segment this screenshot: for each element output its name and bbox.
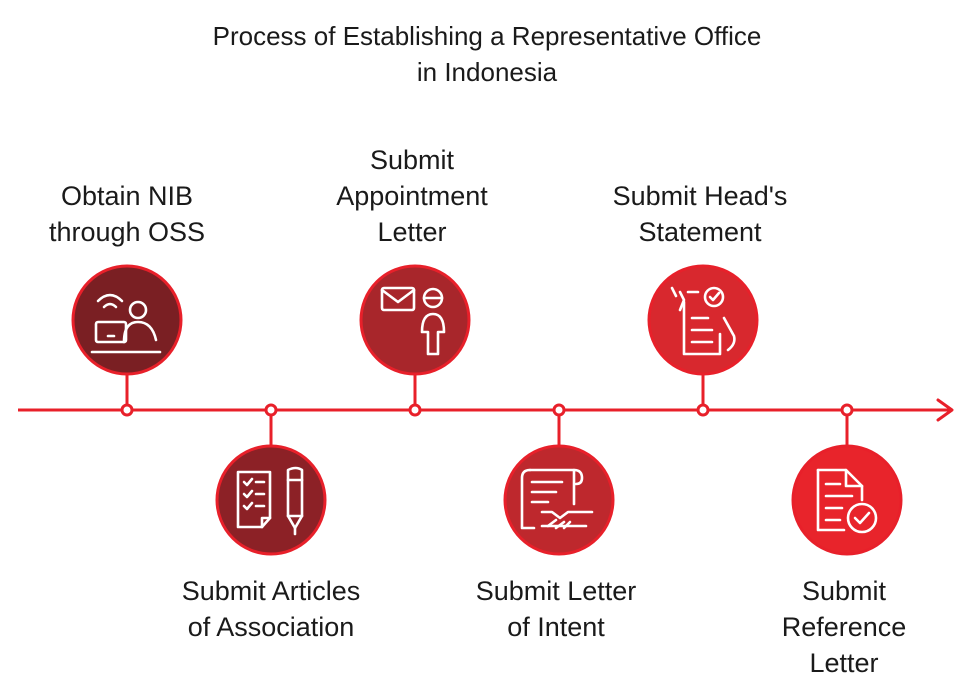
- step-reference-letter: [791, 403, 903, 556]
- timeline-arrowhead: [936, 398, 954, 422]
- timeline-dot-5: [696, 403, 710, 417]
- diagram-title: Process of Establishing a Representative…: [0, 18, 974, 90]
- step-label-obtain-nib: Obtain NIB through OSS: [0, 178, 257, 250]
- step-obtain-nib: [71, 264, 183, 417]
- timeline-dot-2: [264, 403, 278, 417]
- scroll-handshake-icon: [520, 468, 594, 530]
- step-circle-1: [71, 264, 183, 376]
- step-label-appointment-letter: Submit Appointment Letter: [282, 142, 542, 250]
- step-label-line: Submit: [369, 145, 455, 175]
- timeline-dot-4: [552, 403, 566, 417]
- step-label-line: Submit Head's: [612, 181, 788, 211]
- step-appointment-letter: [359, 264, 471, 417]
- step-label-heads-statement: Submit Head's Statement: [570, 178, 830, 250]
- step-articles-of-association: [215, 403, 327, 556]
- step-label-line: Obtain NIB: [60, 181, 194, 211]
- title-line-2: in Indonesia: [416, 57, 558, 87]
- step-label-line: Submit Articles: [181, 576, 361, 606]
- timeline-dot-3: [408, 403, 422, 417]
- step-heads-statement: [647, 264, 759, 417]
- person-laptop-wifi-icon: [90, 293, 162, 354]
- step-label-line: Reference: [781, 612, 907, 642]
- step-label-line: Letter: [377, 217, 447, 247]
- envelope-person-icon: [380, 286, 446, 356]
- step-label-line: through OSS: [48, 217, 206, 247]
- step-label-letter-of-intent: Submit Letter of Intent: [426, 573, 686, 645]
- timeline-dot-1: [120, 403, 134, 417]
- step-label-line: Statement: [638, 217, 762, 247]
- document-check-icon: [816, 468, 878, 534]
- step-label-reference-letter: Submit Reference Letter: [714, 573, 974, 681]
- title-line-1: Process of Establishing a Representative…: [212, 21, 762, 51]
- step-label-line: Submit: [801, 576, 887, 606]
- step-letter-of-intent: [503, 403, 615, 556]
- step-label-line: Appointment: [336, 181, 488, 211]
- hand-document-check-icon: [670, 286, 736, 356]
- step-label-line: Submit Letter: [475, 576, 637, 606]
- step-label-articles-of-association: Submit Articles of Association: [141, 573, 401, 645]
- timeline-dot-6: [840, 403, 854, 417]
- step-label-line: of Intent: [507, 612, 605, 642]
- checklist-pen-icon: [236, 466, 304, 536]
- step-circle-3: [359, 264, 471, 376]
- step-circle-5: [647, 264, 759, 376]
- step-circle-6: [791, 444, 903, 556]
- step-label-line: of Association: [187, 612, 355, 642]
- step-label-line: Letter: [809, 648, 879, 678]
